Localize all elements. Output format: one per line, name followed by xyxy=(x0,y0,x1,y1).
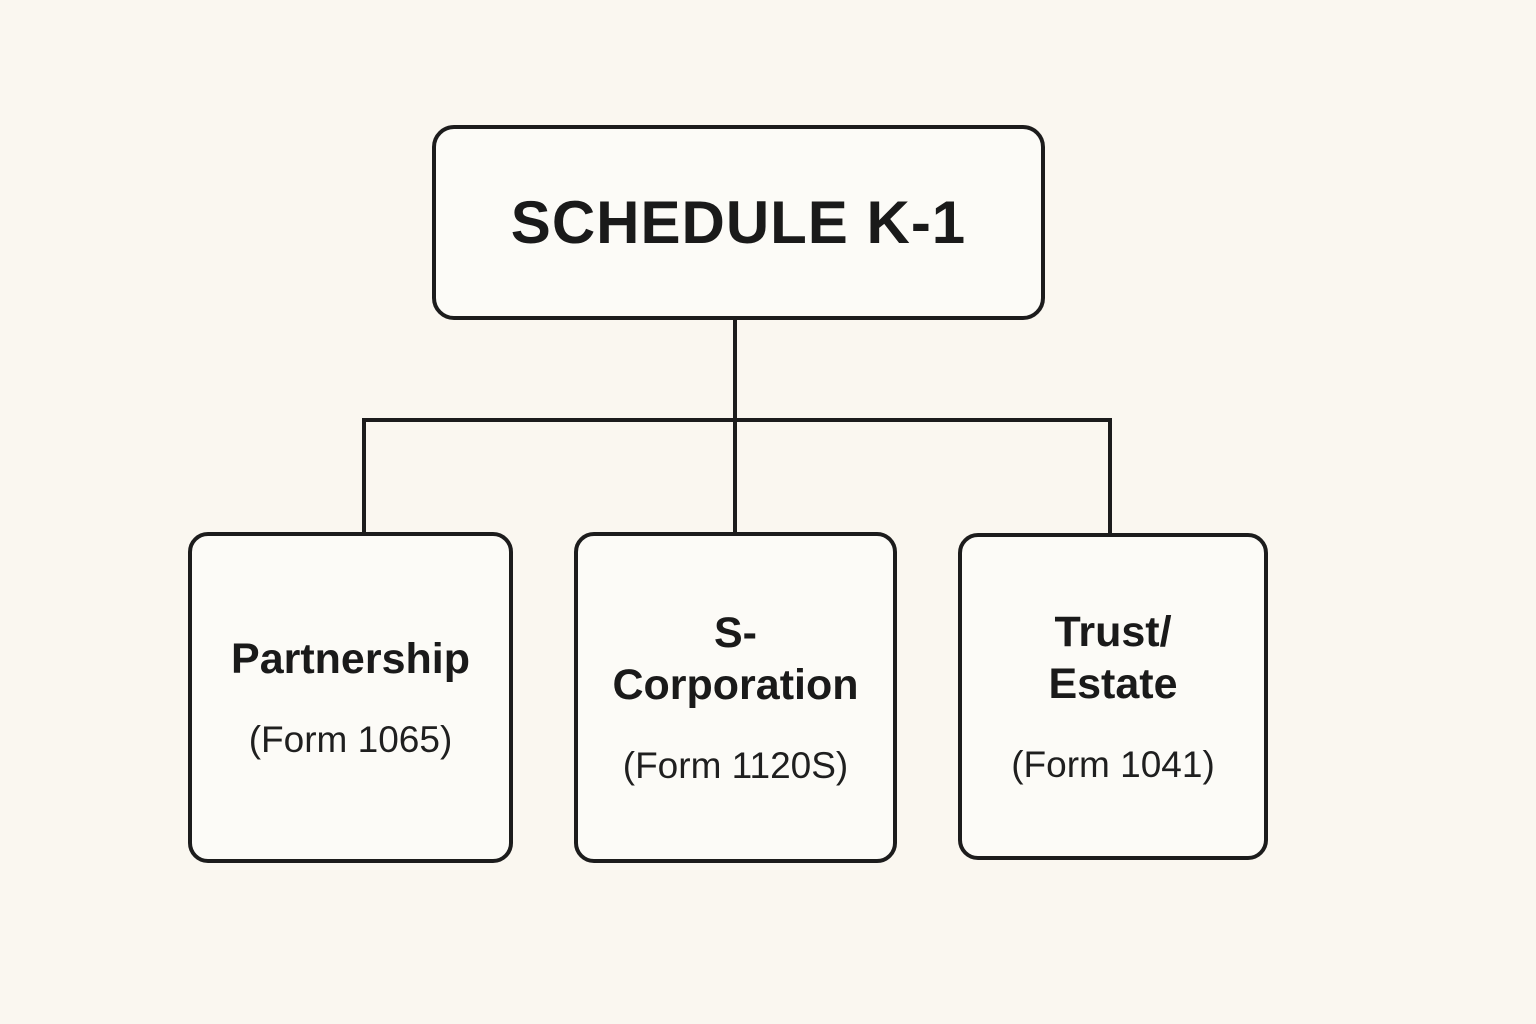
connector-root-to-rail xyxy=(733,318,737,532)
node-partnership-form-label: (Form 1065) xyxy=(248,718,453,760)
node-s-corporation-form-label: (Form 1120S) xyxy=(622,744,849,786)
root-node-schedule-k1: SCHEDULE K-1 xyxy=(432,125,1045,320)
node-trust-estate-title: Trust/ Estate xyxy=(1048,607,1178,709)
root-node-label: SCHEDULE K-1 xyxy=(510,189,967,256)
node-partnership-title: Partnership xyxy=(231,635,470,684)
node-s-corporation-title: S- Corporation xyxy=(612,608,859,710)
connector-drop-trust-estate xyxy=(1108,418,1112,533)
node-trust-estate: Trust/ Estate (Form 1041) xyxy=(958,533,1268,860)
node-s-corporation: S- Corporation (Form 1120S) xyxy=(574,532,897,863)
connector-drop-partnership xyxy=(362,418,366,532)
node-trust-estate-form-label: (Form 1041) xyxy=(1011,743,1215,785)
node-partnership: Partnership (Form 1065) xyxy=(188,532,513,863)
connector-horizontal-rail xyxy=(362,418,1112,422)
